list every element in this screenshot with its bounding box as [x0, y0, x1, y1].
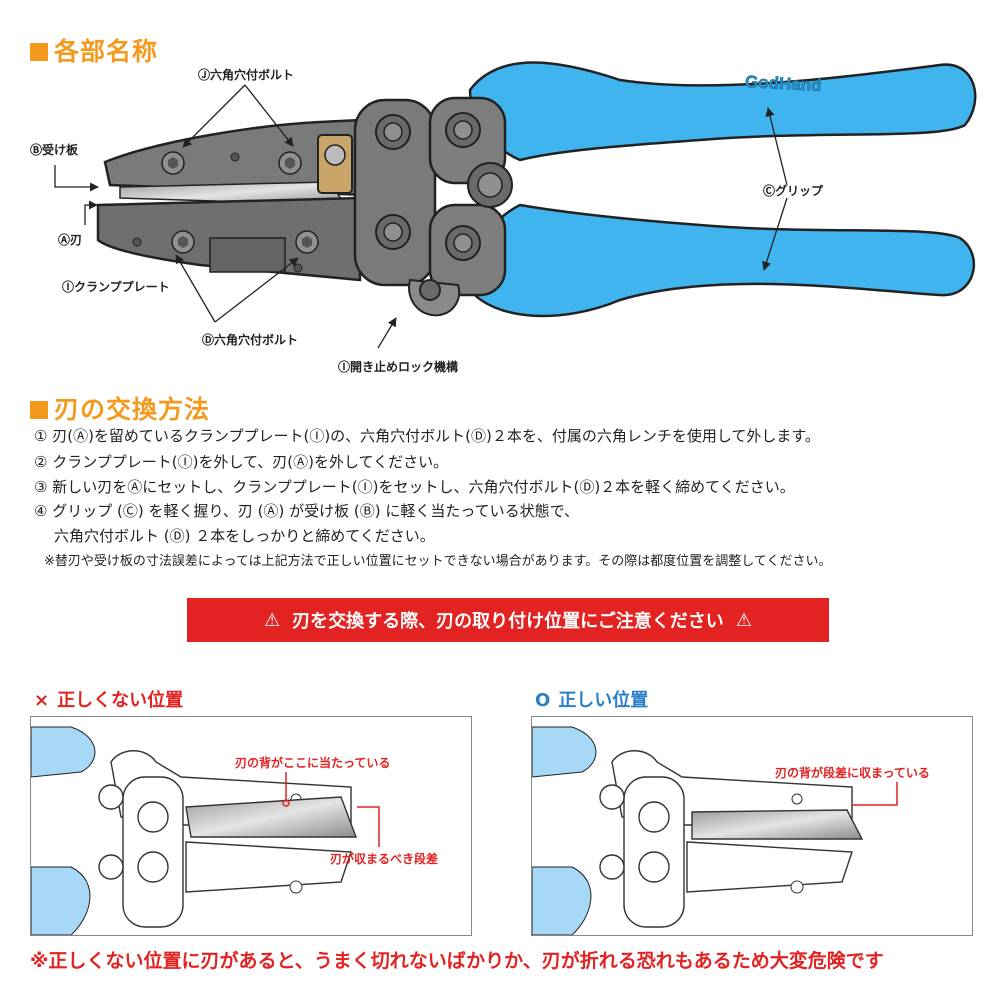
link-plate [353, 98, 437, 287]
right-label-top: 刃の背が段差に収まっている [775, 766, 930, 780]
clamp-window [209, 237, 286, 273]
bottom-warning: ※正しくない位置に刃があると、うまく切れないばかりか、刃が折れる恐れもあるため大… [30, 950, 884, 972]
circle-icon: O [535, 690, 551, 711]
step-4: ④ グリップ (Ⓒ) を軽く握り、刃 (Ⓐ) が受け板 (Ⓑ) に軽く当たってい… [34, 502, 579, 520]
warning-banner: ⚠ 刃を交換する際、刃の取り付け位置にご注意ください ⚠ [187, 598, 829, 642]
callout-clamp-plate: Ⓘクランププレート [62, 280, 170, 294]
plier-diagram: GodHand [54, 61, 977, 349]
right-panel [531, 716, 973, 936]
callout-blade: Ⓐ刃 [58, 233, 83, 247]
callout-grip: Ⓒグリップ [763, 184, 824, 198]
right-illustration [532, 726, 898, 935]
step-3: ③ 新しい刃をⒶにセットし、クランププレート(Ⓘ)をセットし、六角穴付ボルト(Ⓓ… [34, 478, 795, 496]
wrong-title: ×正しくない位置 [34, 690, 184, 711]
parts-title: 各部名称 [30, 32, 158, 68]
step-1: ① 刃(Ⓐ)を留めているクランププレート(Ⓘ)の、六角穴付ボルト(Ⓓ)２本を、付… [34, 427, 820, 445]
warning-triangle-icon: ⚠ [264, 609, 281, 631]
callout-bolt-j: Ⓙ六角穴付ボルト [198, 68, 295, 82]
warning-triangle-icon: ⚠ [735, 609, 752, 631]
method-note: ※替刃や受け板の寸法誤差によっては上記方法で正しい位置にセットできない場合があり… [44, 554, 832, 569]
orange-square-icon [30, 43, 48, 61]
step-4-cont: 六角穴付ボルト (Ⓓ) ２本をしっかりと締めてください。 [54, 527, 435, 545]
warning-text: 刃を交換する際、刃の取り付け位置にご注意ください [292, 611, 724, 632]
brand-logo: GodHand [745, 72, 822, 95]
wrong-illustration [31, 726, 380, 935]
method-title: 刃の交換方法 [30, 390, 210, 426]
callout-lock: Ⓘ開き止めロック機構 [338, 360, 459, 374]
upper-grip [468, 61, 977, 162]
step-2: ② クランププレート(Ⓘ)を外して、刃(Ⓐ)を外してください。 [34, 453, 449, 471]
orange-square-icon [30, 401, 48, 419]
wrong-label-bottom: 刃が収まるべき段差 [330, 852, 439, 866]
cross-icon: × [34, 690, 50, 711]
wrong-panel [30, 716, 472, 936]
callout-bolt-d: Ⓓ六角穴付ボルト [202, 333, 299, 347]
callout-receiving-plate: Ⓑ受け板 [30, 143, 79, 157]
lower-grip [468, 203, 976, 318]
wrong-label-top: 刃の背がここに当たっている [235, 756, 391, 770]
